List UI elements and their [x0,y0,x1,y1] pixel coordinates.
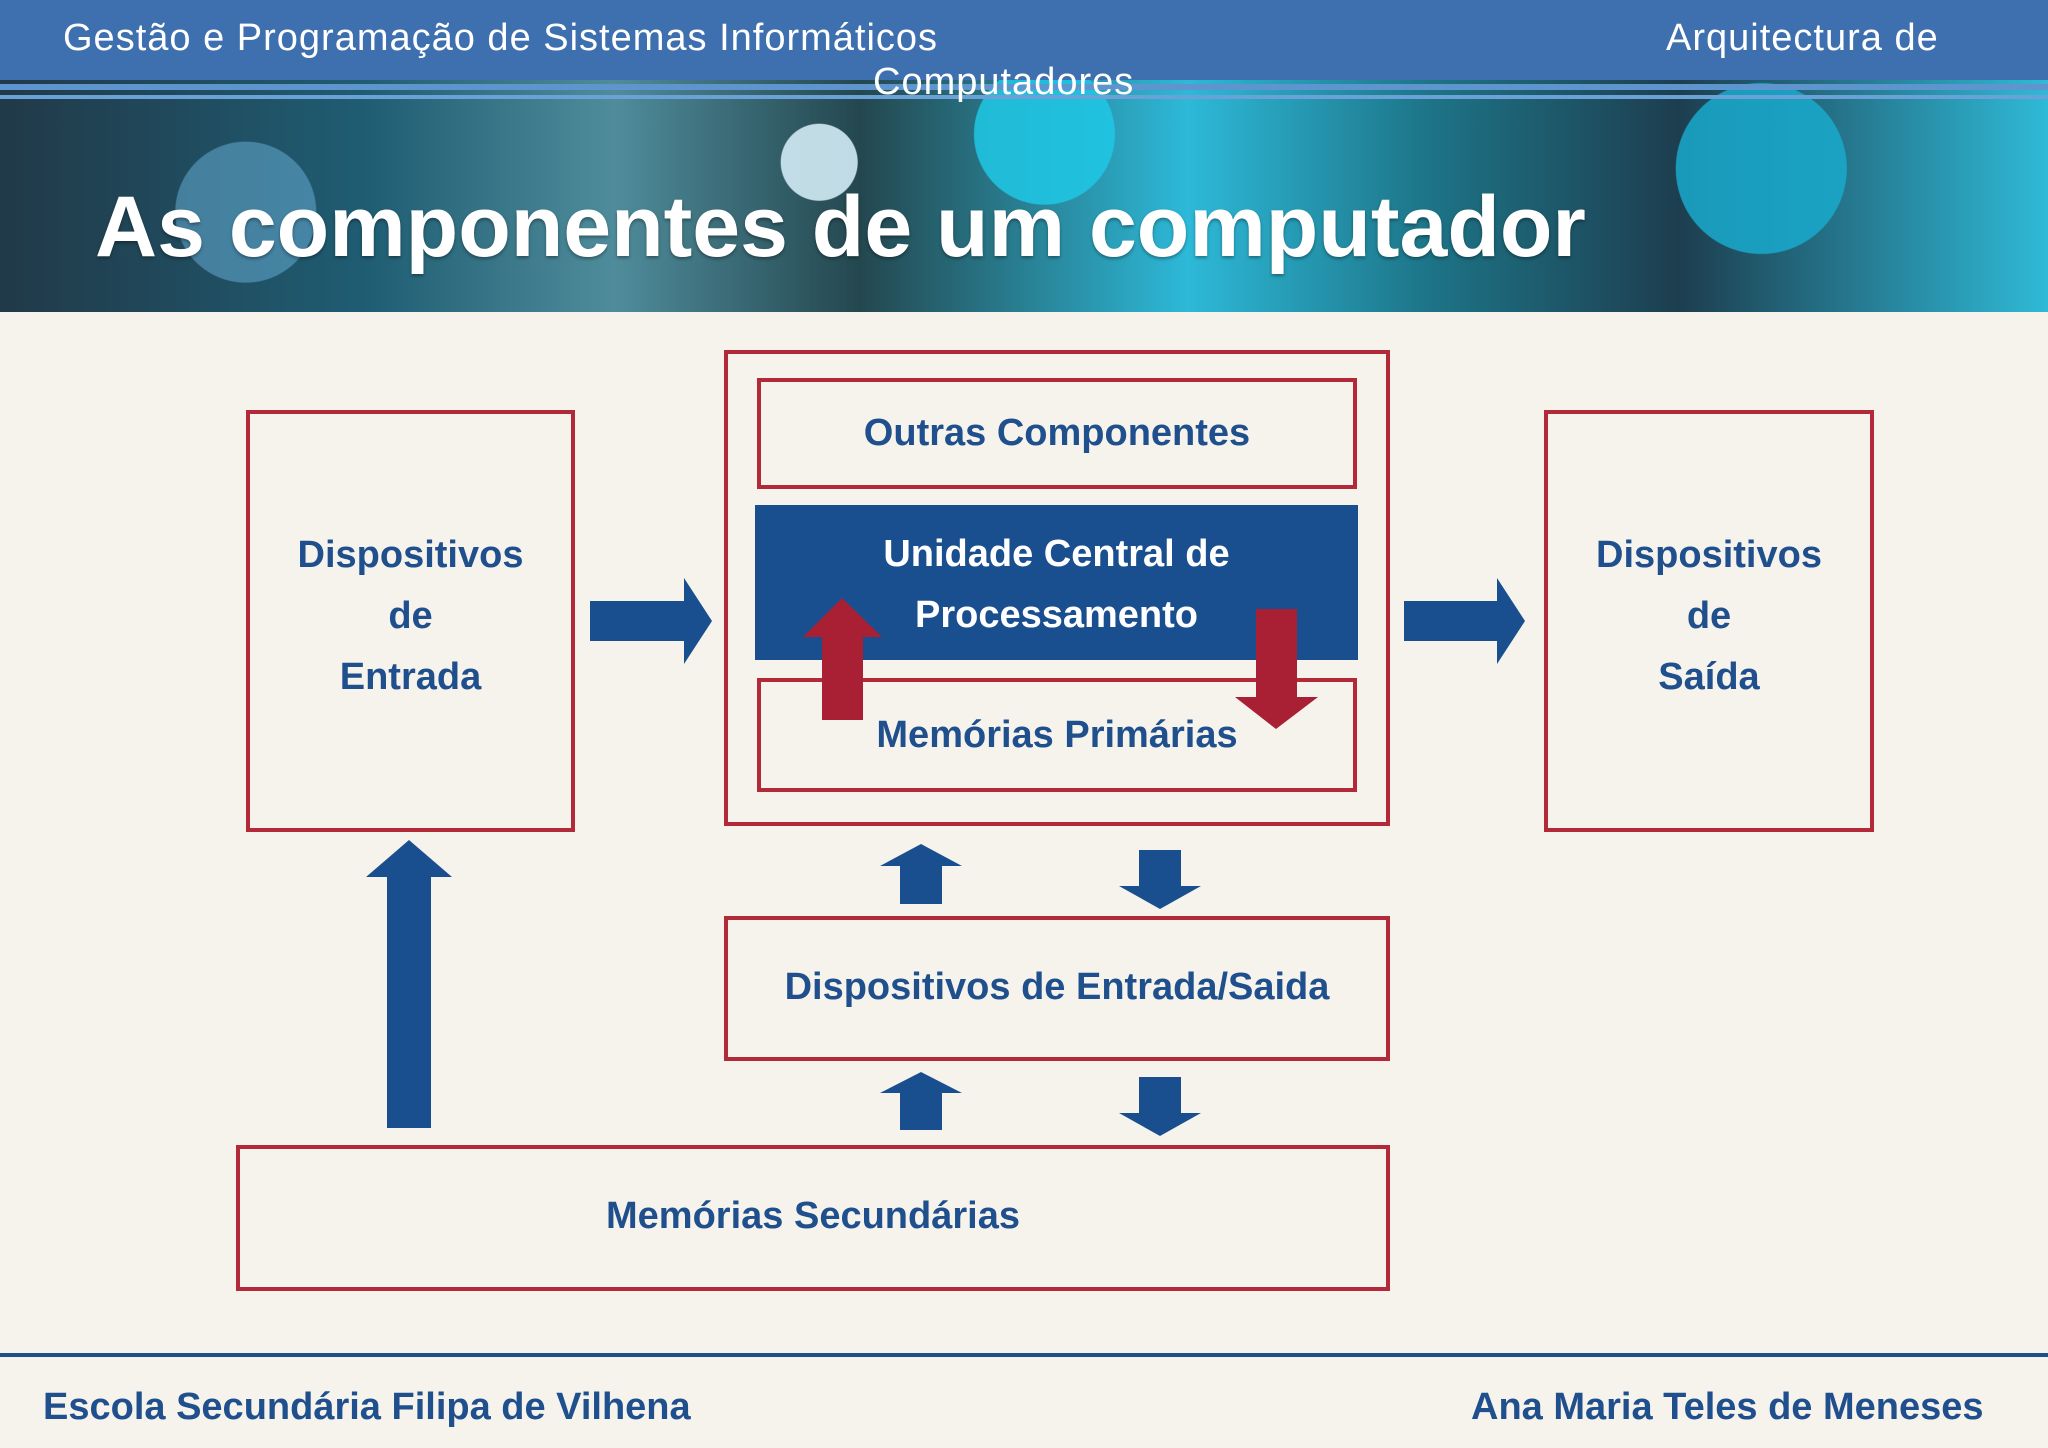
cpu-box: Unidade Central de Processamento [755,505,1358,660]
output-devices-line-3: Saída [1658,656,1760,698]
footer-school-name: Escola Secundária Filipa de Vilhena [43,1386,691,1428]
secondary-memory-label: Memórias Secundárias [606,1195,1020,1237]
header-rule-secondary [0,95,2048,99]
footer-rule [0,1353,2048,1357]
input-devices-box: Dispositivos de Entrada [246,410,575,832]
header-module-title: Arquitectura de [1666,17,1939,59]
other-components-label: Outras Componentes [863,412,1251,454]
header-course-title: Gestão e Programação de Sistemas Informá… [63,17,939,59]
cpu-line-1: Unidade Central de [883,533,1230,575]
header-module-subtitle: Computadores [873,61,1135,103]
io-devices-label: Dispositivos de Entrada/Saida [784,966,1330,1008]
output-devices-label: Dispositivos de Saída [1548,525,1870,708]
other-components-box: Outras Componentes [757,378,1357,489]
primary-memory-box: Memórias Primárias [757,678,1357,792]
output-devices-box: Dispositivos de Saída [1544,410,1874,832]
cpu-label: Unidade Central de Processamento [755,524,1358,646]
page-title: As componentes de um computador [95,179,1586,275]
primary-memory-label: Memórias Primárias [876,714,1238,756]
header-banner: Gestão e Programação de Sistemas Informá… [0,0,2048,312]
footer-author-name: Ana Maria Teles de Meneses [1471,1386,1984,1428]
input-devices-line-2: de [388,595,433,637]
header-topbar [0,0,2048,80]
header-rule-primary [0,84,2048,90]
secondary-memory-box: Memórias Secundárias [236,1145,1390,1291]
input-devices-line-3: Entrada [339,656,482,698]
central-system-box [724,350,1390,826]
cpu-line-2: Processamento [914,594,1198,636]
io-devices-box: Dispositivos de Entrada/Saida [724,916,1390,1061]
output-devices-line-1: Dispositivos [1596,534,1822,576]
output-devices-line-2: de [1686,595,1732,637]
input-devices-label: Dispositivos de Entrada [250,525,571,708]
input-devices-line-1: Dispositivos [297,534,524,576]
